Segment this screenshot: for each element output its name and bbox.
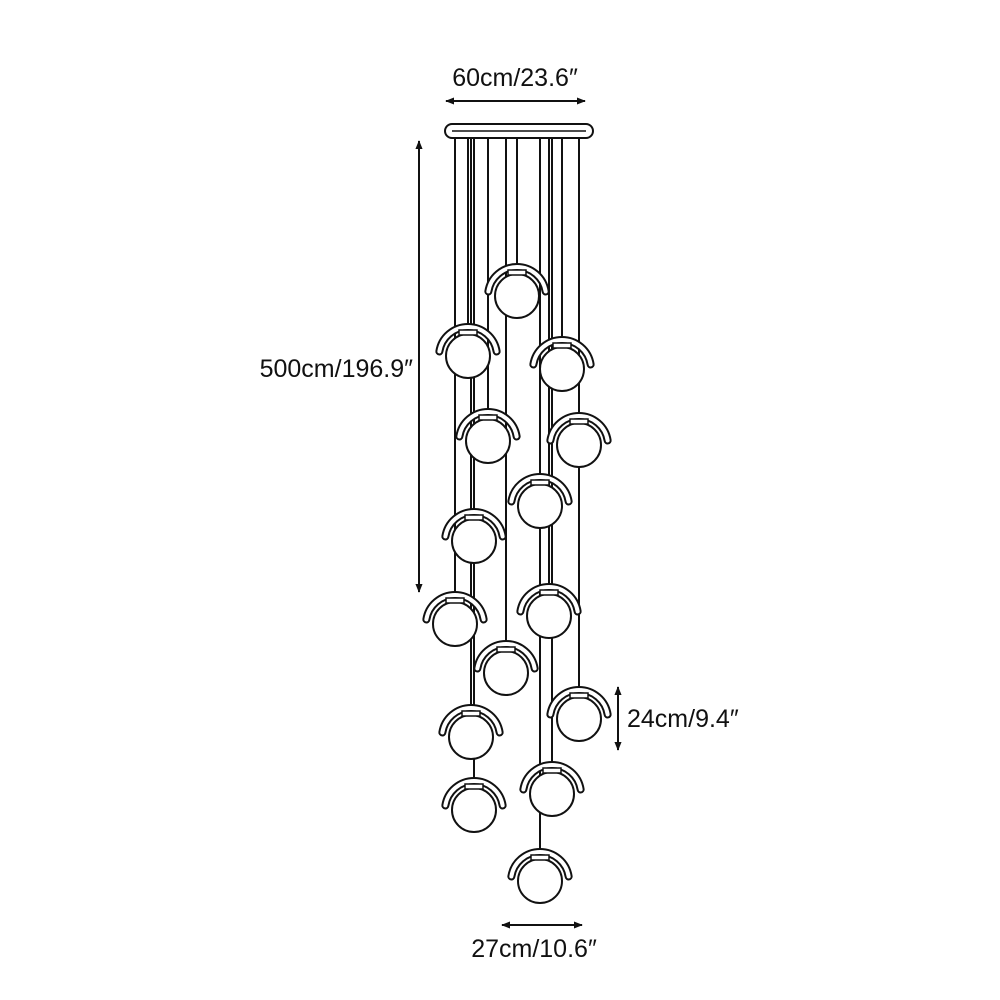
pendant-globe — [473, 640, 539, 696]
globe-cap — [530, 854, 550, 861]
pendant-arm — [473, 640, 539, 673]
ceiling-canopy — [444, 123, 594, 139]
globe-cap — [464, 783, 484, 790]
glass-globe — [483, 650, 529, 696]
pendant-globe — [519, 761, 585, 817]
globe-cap — [552, 342, 572, 349]
glass-globe — [432, 601, 478, 647]
glass-globe — [448, 714, 494, 760]
pendant-globe — [546, 686, 612, 742]
glass-globe — [539, 346, 585, 392]
globe-height-dimension: 24cm/9.4″ — [614, 686, 739, 751]
pendant-arm — [484, 263, 550, 296]
globe-cap — [507, 269, 527, 276]
total-height-dimension: 500cm/196.9″ — [260, 140, 423, 593]
globe-cap — [464, 514, 484, 521]
globe-cap — [539, 589, 559, 596]
fixture-width-dimension: 27cm/10.6″ — [471, 921, 597, 963]
globe-cap — [530, 479, 550, 486]
pendant-arm — [441, 777, 507, 810]
globe-cap — [445, 597, 465, 604]
total-height-label: 500cm/196.9″ — [260, 355, 414, 383]
pendant-globe — [516, 583, 582, 639]
pendant-arm — [441, 508, 507, 541]
pendant-globe — [484, 263, 550, 319]
pendant-arm — [519, 761, 585, 794]
glass-globe — [529, 771, 575, 817]
pendant-arm — [546, 686, 612, 719]
glass-globe — [526, 593, 572, 639]
pendant-arm — [455, 408, 521, 441]
glass-globe — [517, 858, 563, 904]
pendant-arm — [435, 323, 501, 356]
globe-cap — [461, 710, 481, 717]
glass-globe — [494, 273, 540, 319]
glass-globe — [556, 696, 602, 742]
pendant-globes — [422, 263, 612, 904]
globe-cap — [542, 767, 562, 774]
pendant-globe — [438, 704, 504, 760]
glass-globe — [517, 483, 563, 529]
canopy-width-dimension: 60cm/23.6″ — [445, 64, 586, 105]
pendant-globe — [546, 412, 612, 468]
globe-cap — [569, 692, 589, 699]
pendant-globe — [507, 473, 573, 529]
pendant-arm — [507, 473, 573, 506]
globe-cap — [496, 646, 516, 653]
pendant-arm — [546, 412, 612, 445]
globe-height-label: 24cm/9.4″ — [627, 705, 739, 733]
glass-globe — [451, 787, 497, 833]
pendant-arm — [422, 591, 488, 624]
globe-cap — [478, 414, 498, 421]
pendant-arm — [507, 848, 573, 881]
pendant-globe — [441, 777, 507, 833]
glass-globe — [465, 418, 511, 464]
pendant-arm — [529, 336, 595, 369]
glass-globe — [445, 333, 491, 379]
pendant-globe — [441, 508, 507, 564]
pendant-globe — [422, 591, 488, 647]
canopy-width-label: 60cm/23.6″ — [452, 64, 578, 92]
glass-globe — [451, 518, 497, 564]
fixture-width-label: 27cm/10.6″ — [471, 935, 597, 963]
pendant-globe — [455, 408, 521, 464]
pendant-arm — [516, 583, 582, 616]
pendant-arm — [438, 704, 504, 737]
glass-globe — [556, 422, 602, 468]
globe-cap — [458, 329, 478, 336]
pendant-globe — [529, 336, 595, 392]
pendant-globe — [507, 848, 573, 904]
globe-cap — [569, 418, 589, 425]
pendant-globe — [435, 323, 501, 379]
